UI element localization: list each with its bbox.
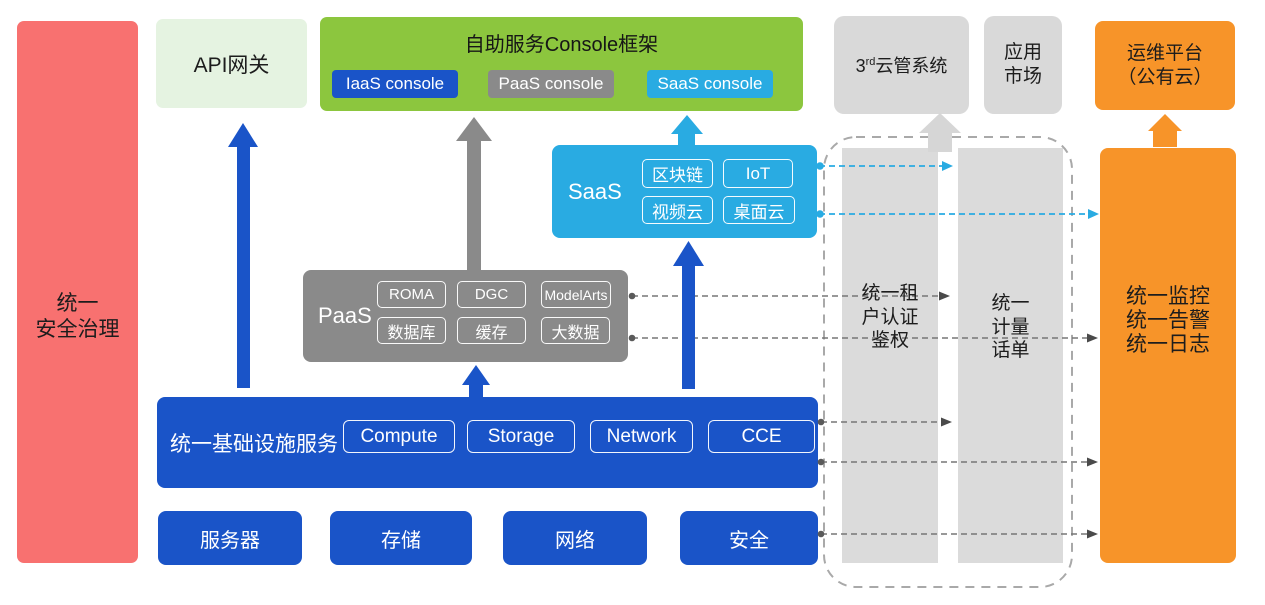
storage-box: 存储: [330, 511, 472, 565]
security-governance-label-line2: 安全治理: [35, 318, 120, 341]
server-box: 服务器: [158, 511, 302, 565]
monitor-panel: 统一监控 统一告警 统一日志: [1100, 148, 1236, 563]
arrow-infra-to-api-stem: [237, 145, 250, 388]
iaas-console-button: IaaS console: [332, 70, 458, 98]
auth-bar-line1: 统一租: [861, 283, 919, 304]
storage-label: 存储: [381, 529, 421, 552]
arrowhead-security-to-monitor: [1087, 529, 1098, 539]
arrow-saas-to-console-stem: [678, 133, 695, 146]
dot-infra-line1: [817, 418, 825, 426]
infrastructure-label: 统一基础设施服务: [170, 432, 338, 456]
arrowhead-saas-to-monitor: [1088, 209, 1099, 219]
paas-chip-roma: ROMA: [377, 281, 446, 308]
dot-security-line: [817, 530, 825, 538]
ops-platform-line2: （公有云）: [1117, 66, 1213, 88]
saas-label: SaaS: [568, 178, 622, 204]
arrow-infra-to-paas-stem: [469, 384, 483, 397]
security-label: 安全: [729, 529, 769, 552]
billing-bar: 统一 计量 话单: [958, 148, 1063, 563]
dot-saas-line2: [816, 210, 824, 218]
arrowhead-paas-to-auth: [939, 291, 950, 301]
infra-chip-storage: Storage: [467, 420, 575, 453]
infra-chip-compute: Compute: [343, 420, 455, 453]
saas-chip-desktopcloud: 桌面云: [723, 196, 795, 224]
arrow-paas-to-console-head: [456, 117, 492, 141]
security-governance-panel: 统一 安全治理: [17, 21, 138, 563]
dot-paas-line2: [628, 334, 636, 342]
network-box: 网络: [503, 511, 647, 565]
monitor-panel-line3: 统一日志: [1126, 333, 1210, 356]
app-market-line2: 市场: [1003, 66, 1042, 87]
server-label: 服务器: [200, 529, 260, 552]
arrowhead-saas-to-billing: [942, 161, 953, 171]
arrow-infra-to-saas-stem: [682, 265, 695, 389]
ops-platform-box: 运维平台 （公有云）: [1095, 21, 1235, 110]
iaas-console-label: IaaS console: [345, 74, 445, 93]
arrow-to-third-cloud-stem: [928, 132, 952, 152]
api-gateway-box: API网关: [156, 19, 307, 108]
third-party-cloud-label: 3rd云管系统: [855, 56, 948, 76]
billing-bar-line1: 统一: [991, 293, 1030, 314]
billing-bar-line2: 计量: [991, 316, 1030, 338]
paas-chip-bigdata: 大数据: [541, 317, 610, 344]
infra-chip-network: Network: [590, 420, 693, 453]
arrow-infra-to-saas-head: [673, 241, 704, 266]
app-market-line1: 应用: [1003, 42, 1042, 63]
arrow-to-ops-stem: [1153, 130, 1177, 147]
arrowhead-paas-to-monitor: [1087, 333, 1098, 343]
arrow-saas-to-console-head: [671, 115, 703, 134]
paas-console-button: PaaS console: [488, 70, 614, 98]
auth-bar: 统一租 户认证 鉴权: [842, 148, 938, 563]
saas-box: SaaS 区块链 IoT 视频云 桌面云: [552, 145, 817, 238]
saas-chip-blockchain: 区块链: [642, 159, 713, 188]
dot-paas-line1: [628, 292, 636, 300]
third-party-cloud-box: 3rd云管系统: [834, 16, 969, 114]
monitor-panel-line2: 统一告警: [1126, 309, 1210, 332]
paas-chip-cache: 缓存: [457, 317, 526, 344]
arrow-paas-to-console-stem: [467, 140, 481, 270]
saas-chip-videocloud: 视频云: [642, 196, 713, 224]
arrowhead-infra-to-billing: [941, 417, 952, 427]
infra-chip-cce: CCE: [708, 420, 815, 453]
app-market-box: 应用 市场: [984, 16, 1062, 114]
network-label: 网络: [555, 529, 595, 552]
arrow-infra-to-api-head: [228, 123, 258, 147]
dot-saas-line1: [816, 162, 824, 170]
solid-arrows: [228, 113, 1182, 397]
security-governance-label-line1: 统一: [56, 292, 99, 315]
arrowhead-infra-to-monitor: [1087, 457, 1098, 467]
saas-chip-iot: IoT: [723, 159, 793, 188]
console-frame-box: 自助服务Console框架 IaaS console PaaS console …: [320, 17, 803, 111]
saas-console-button: SaaS console: [647, 70, 773, 98]
billing-bar-line3: 话单: [991, 340, 1030, 361]
ops-platform-line1: 运维平台: [1126, 42, 1203, 64]
paas-chip-database: 数据库: [377, 317, 446, 344]
arrow-to-ops-head: [1148, 114, 1182, 131]
paas-chip-dgc: DGC: [457, 281, 526, 308]
monitor-panel-line1: 统一监控: [1126, 285, 1210, 308]
paas-chip-modelarts: ModelArts: [541, 281, 611, 308]
infrastructure-box: 统一基础设施服务 Compute Storage Network CCE: [157, 397, 818, 488]
arrow-to-third-cloud-head: [919, 113, 961, 133]
console-frame-title: 自助服务Console框架: [464, 34, 659, 56]
paas-console-label: PaaS console: [498, 74, 604, 93]
auth-bar-line3: 鉴权: [870, 330, 909, 351]
api-gateway-label: API网关: [193, 53, 270, 77]
security-box: 安全: [680, 511, 818, 565]
saas-console-label: SaaS console: [657, 74, 763, 93]
paas-box: PaaS ROMA DGC ModelArts 数据库 缓存 大数据: [303, 270, 628, 362]
auth-bar-line2: 户认证: [861, 306, 919, 328]
paas-label: PaaS: [318, 303, 372, 328]
dot-infra-line2: [817, 458, 825, 466]
arrow-infra-to-paas-head: [462, 365, 490, 385]
